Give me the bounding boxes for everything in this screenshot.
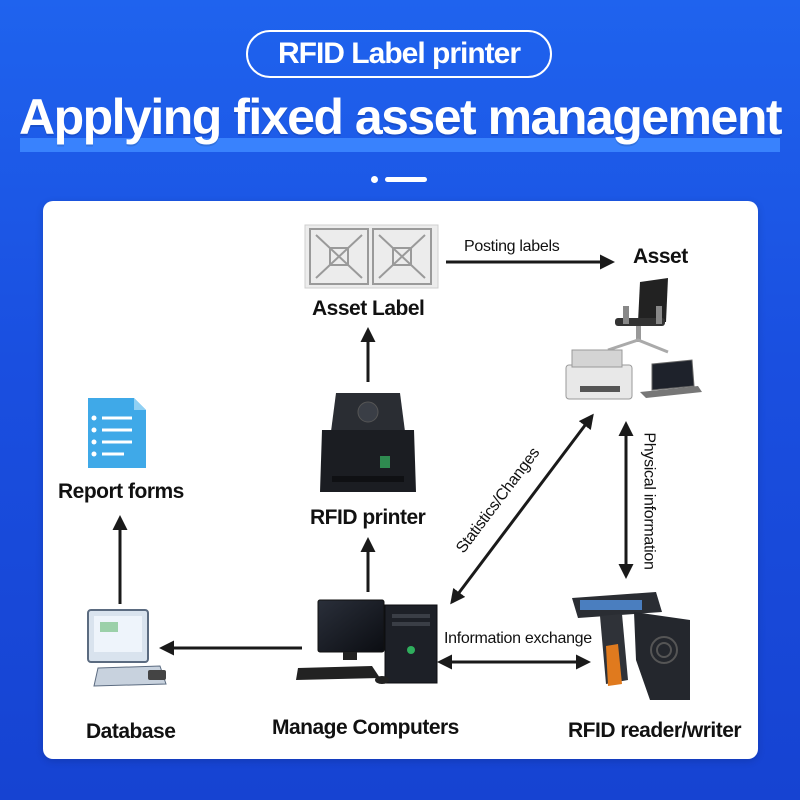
page-title: Applying fixed asset management (18, 89, 783, 145)
rfid-printer-icon (320, 393, 416, 492)
node-rfid-printer: RFID printer (310, 506, 426, 529)
header-badge: RFID Label printer (246, 30, 552, 78)
node-manage-computers: Manage Computers (272, 716, 459, 739)
rfid-label-sheet-icon (304, 224, 439, 289)
node-database: Database (86, 720, 176, 743)
office-chair-icon (607, 278, 669, 354)
node-rfid-reader-writer: RFID reader/writer (568, 719, 742, 742)
headline-underline (20, 138, 780, 152)
node-asset: Asset (633, 245, 688, 268)
computer-workstation-icon (296, 599, 438, 684)
node-asset-label: Asset Label (312, 297, 425, 320)
database-monitor-icon (87, 609, 167, 687)
node-report-forms: Report forms (58, 480, 184, 503)
laptop-icon (640, 359, 702, 398)
edge-physical-information: Physical information (640, 432, 658, 570)
printer-icon (565, 349, 633, 400)
carousel-dots (371, 175, 431, 183)
handheld-rfid-reader-icon (572, 592, 690, 700)
edge-information-exchange: Information exchange (444, 630, 592, 647)
edge-posting-labels: Posting labels (464, 238, 560, 255)
arrow-statistics-changes (450, 413, 594, 605)
document-list-icon (88, 398, 146, 468)
